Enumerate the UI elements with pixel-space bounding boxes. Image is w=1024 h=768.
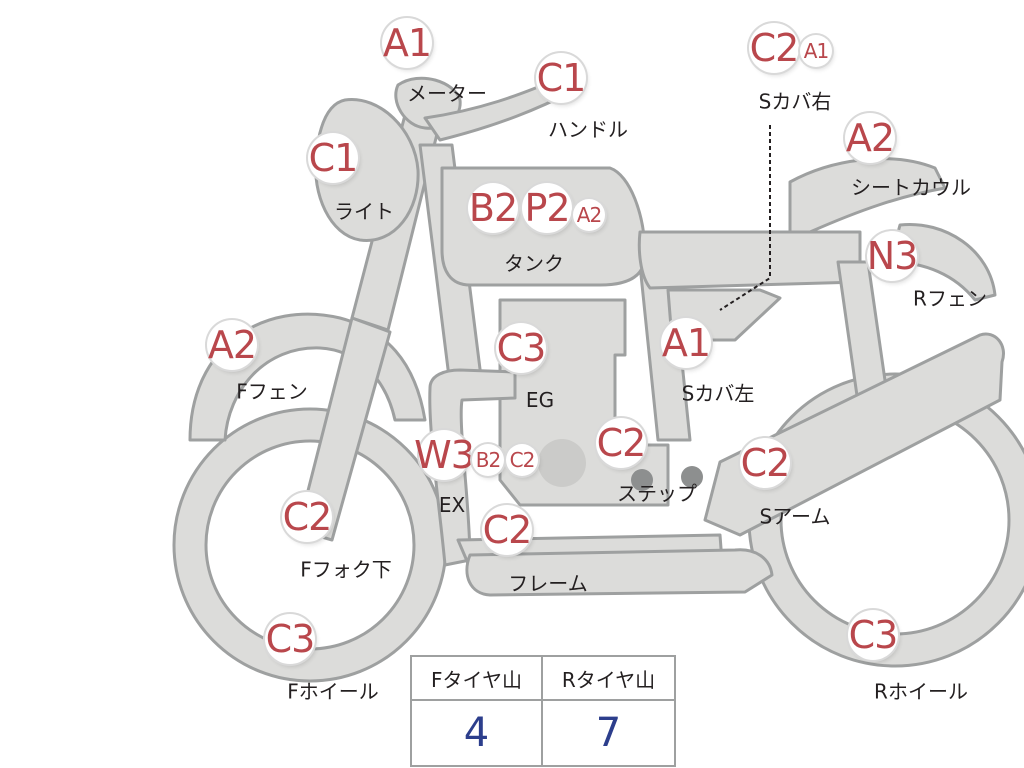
grade-badge-meter: A1	[382, 18, 432, 68]
rear-tire-tread-value: 7	[595, 710, 622, 756]
grade-badge-s-cover-right-1: C2	[749, 23, 799, 73]
part-label-swing-arm: Sアーム	[759, 504, 831, 529]
front-fork-lower-shape	[296, 316, 392, 542]
seat-cowl-shape	[788, 157, 947, 234]
part-label-frame: フレーム	[508, 571, 588, 596]
step-peg-rear	[681, 466, 703, 488]
grade-badge-f-wheel: C3	[265, 614, 315, 664]
engine-cover-circle	[538, 439, 586, 487]
grade-badge-exhaust-3: C2	[506, 444, 538, 476]
grade-badge-engine: C3	[496, 323, 546, 373]
grade-badge-exhaust-1: W3	[414, 430, 475, 480]
tire-tread-table: Fタイヤ山 Rタイヤ山 4 7	[410, 655, 676, 767]
part-label-s-cover-right: Sカバ右	[758, 89, 832, 114]
grade-badge-step: C2	[596, 418, 646, 468]
muffler-shape	[465, 548, 774, 597]
grade-badge-tank-3: A2	[573, 199, 605, 231]
part-label-light: ライト	[334, 199, 394, 224]
grade-badge-f-fork-lower: C2	[282, 492, 332, 542]
grade-badge-f-fender: A2	[207, 320, 257, 370]
grade-badge-s-cover-left: A1	[661, 318, 711, 368]
grade-badge-swing-arm: C2	[740, 438, 790, 488]
grade-badge-frame: C2	[482, 505, 532, 555]
part-label-exhaust: EX	[438, 493, 466, 517]
side-cover-right-leader	[719, 125, 771, 311]
part-label-tank: タンク	[504, 251, 564, 276]
grade-badge-handle: C1	[536, 53, 586, 103]
part-label-step: ステップ	[617, 481, 697, 506]
rear-tire-tread-header: Rタイヤ山	[543, 657, 674, 701]
grade-badge-exhaust-2: B2	[472, 444, 504, 476]
grade-badge-tank-2: P2	[522, 183, 572, 233]
front-tire	[174, 409, 446, 681]
grade-badge-light: C1	[308, 133, 358, 183]
part-label-handle: ハンドル	[548, 117, 628, 142]
front-tire-tread-header: Fタイヤ山	[412, 657, 543, 701]
grade-badge-seat-cowl: A2	[845, 113, 895, 163]
part-label-seat-cowl: シートカウル	[851, 175, 971, 200]
part-label-r-wheel: Rホイール	[874, 679, 968, 704]
part-label-r-fender: Rフェン	[913, 286, 987, 311]
grade-badge-tank-1: B2	[468, 183, 518, 233]
part-label-engine: EG	[525, 388, 555, 412]
step-peg-front	[631, 469, 653, 491]
grade-badge-r-fender: N3	[867, 231, 918, 281]
part-label-meter: メーター	[407, 81, 487, 106]
front-tire-tread-value: 4	[412, 701, 543, 765]
part-label-f-fork-lower: Fフォク下	[300, 557, 392, 582]
seat-spine-shape	[637, 230, 862, 290]
part-label-f-fender: Fフェン	[236, 379, 308, 404]
part-label-f-wheel: Fホイール	[287, 679, 379, 704]
grade-badge-s-cover-right-2: A1	[800, 35, 832, 67]
grade-badge-r-wheel: C3	[848, 610, 898, 660]
part-label-s-cover-left: Sカバ左	[681, 381, 755, 406]
